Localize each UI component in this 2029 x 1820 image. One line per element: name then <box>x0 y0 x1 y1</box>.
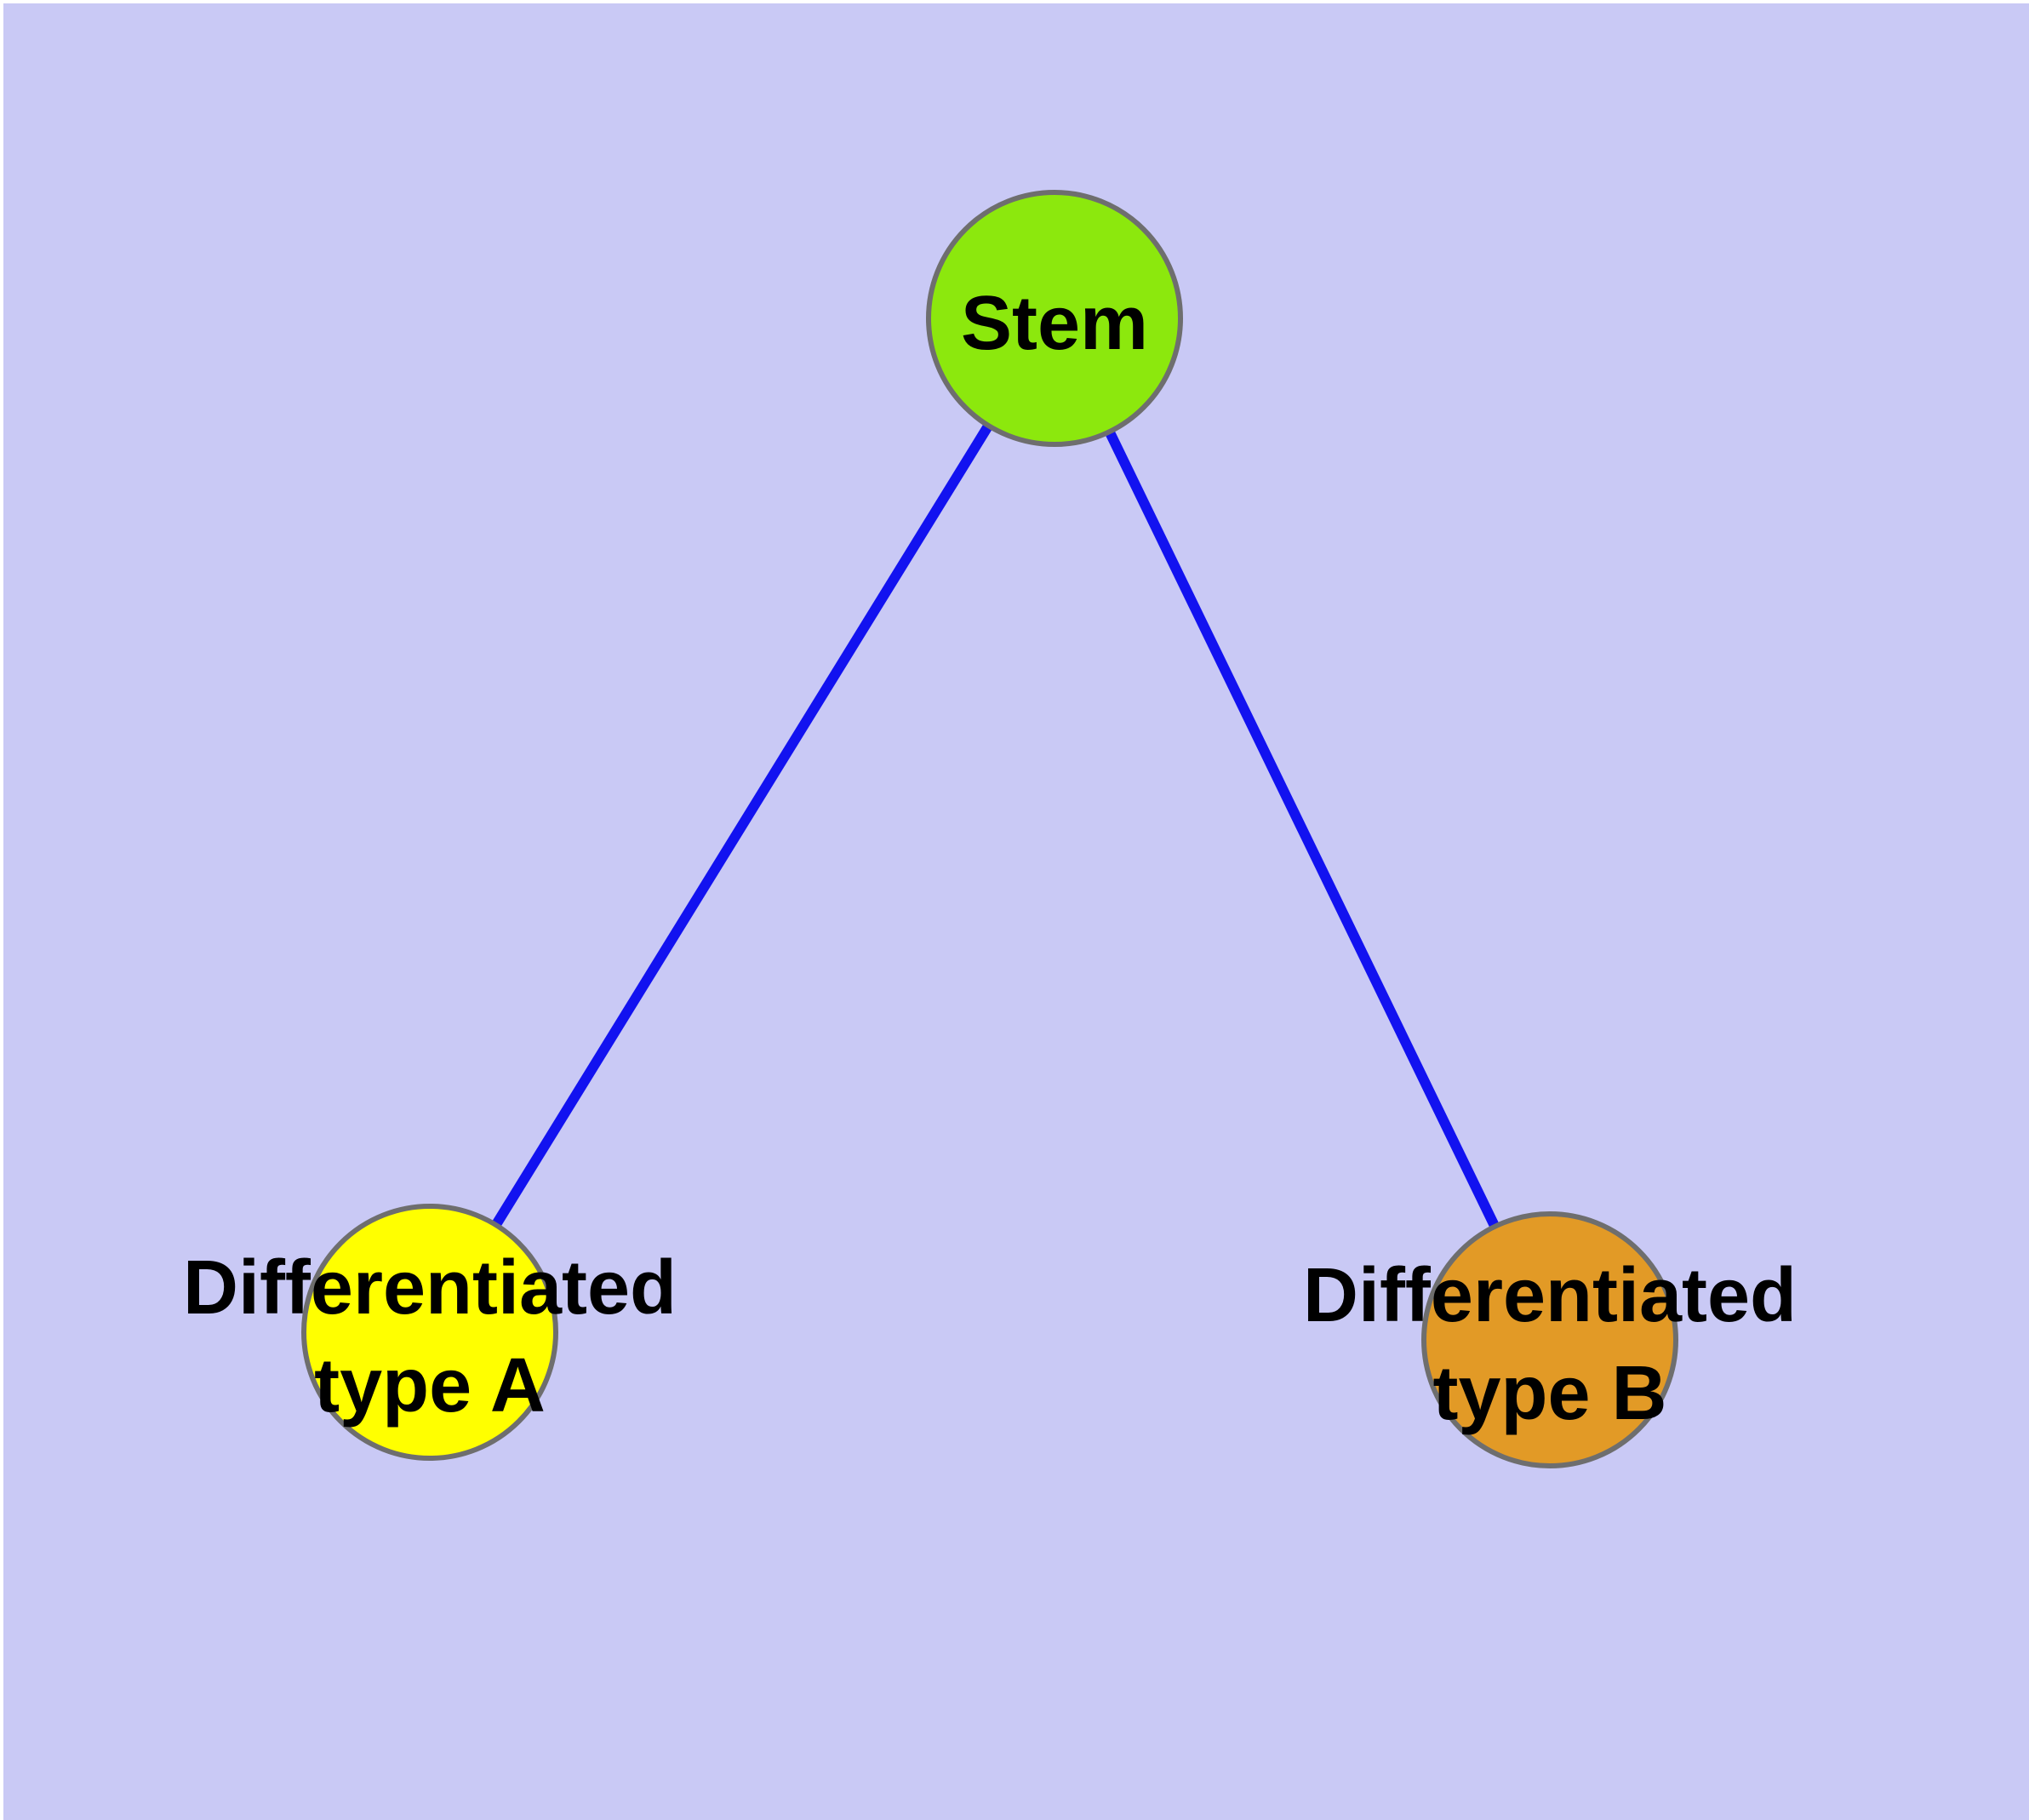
node-stem: Stem <box>926 190 1183 447</box>
node-type-b-label-line-1: Differentiated <box>1303 1253 1797 1338</box>
node-type-a-label-line-2: type A <box>314 1343 546 1428</box>
node-type-a-label-line-1: Differentiated <box>183 1245 677 1331</box>
edge-group <box>425 315 1555 1342</box>
node-type-b-label-line-2: type B <box>1432 1351 1666 1436</box>
node-type-a-circle <box>301 1204 558 1461</box>
edge-stem-to-type-b <box>1049 316 1555 1342</box>
node-stem-circle <box>926 190 1183 447</box>
node-type-a: Differentiated type A <box>183 1204 677 1461</box>
node-type-b-circle <box>1421 1211 1678 1468</box>
node-stem-label: Stem <box>961 281 1148 366</box>
node-type-b: Differentiated type B <box>1303 1211 1797 1468</box>
edge-stem-to-type-a <box>425 315 1060 1336</box>
